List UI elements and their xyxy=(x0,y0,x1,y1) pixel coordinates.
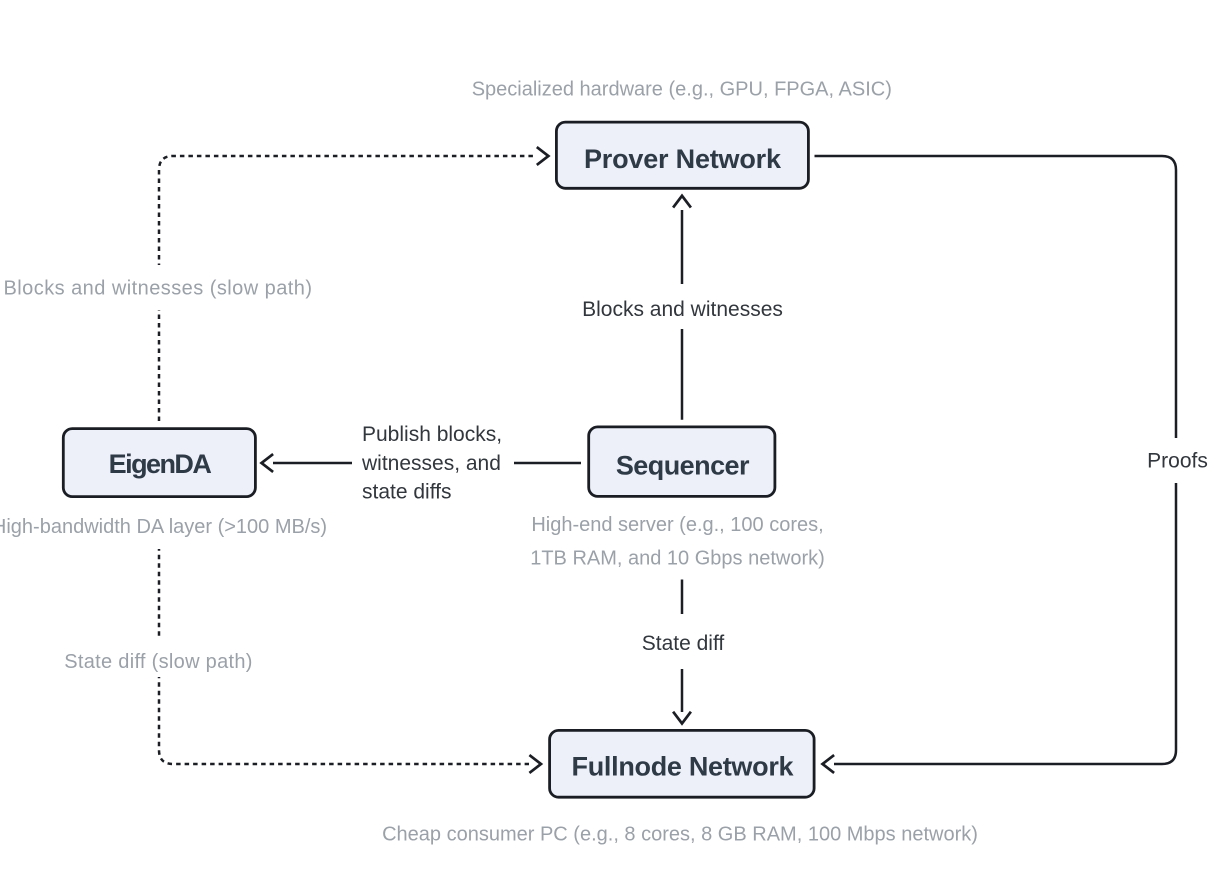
svg-text:State diff: State diff xyxy=(642,632,725,655)
svg-text:state diffs: state diffs xyxy=(362,481,452,504)
svg-text:Publish blocks,: Publish blocks, xyxy=(362,423,502,446)
svg-text:Proofs: Proofs xyxy=(1147,450,1208,473)
svg-text:Specialized hardware (e.g., GP: Specialized hardware (e.g., GPU, FPGA, A… xyxy=(472,79,892,101)
svg-text:State diff (slow path): State diff (slow path) xyxy=(64,651,253,673)
svg-text:Cheap consumer PC (e.g., 8 cor: Cheap consumer PC (e.g., 8 cores, 8 GB R… xyxy=(382,824,978,846)
svg-text:witnesses, and: witnesses, and xyxy=(361,452,501,475)
svg-text:Sequencer: Sequencer xyxy=(616,451,750,481)
svg-text:Blocks and witnesses (slow pat: Blocks and witnesses (slow path) xyxy=(4,277,313,299)
svg-text:EigenDA: EigenDA xyxy=(109,449,212,479)
svg-text:Blocks and witnesses: Blocks and witnesses xyxy=(582,298,783,321)
svg-text:High-bandwidth DA layer (>100: High-bandwidth DA layer (>100 MB/s) xyxy=(0,516,327,538)
svg-text:1TB RAM, and 10 Gbps network): 1TB RAM, and 10 Gbps network) xyxy=(530,547,825,569)
svg-text:High-end server (e.g., 100 cor: High-end server (e.g., 100 cores, xyxy=(531,514,823,536)
svg-text:Prover Network: Prover Network xyxy=(584,144,782,174)
svg-text:Fullnode Network: Fullnode Network xyxy=(572,752,795,782)
